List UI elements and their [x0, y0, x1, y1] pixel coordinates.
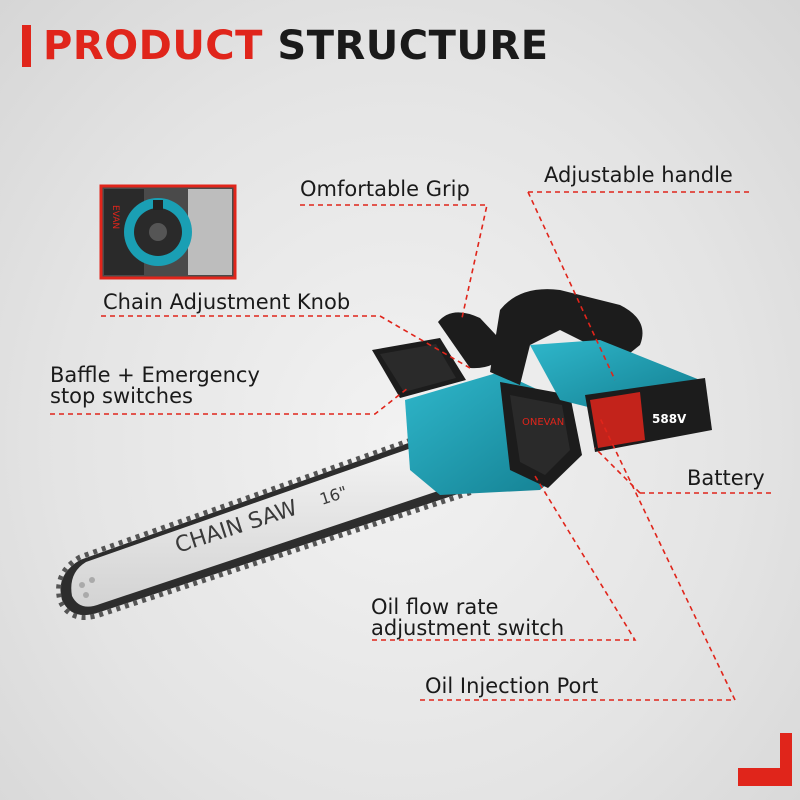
label-oil-port: Oil Injection Port — [425, 674, 599, 698]
body-brand-text: ONEVAN — [522, 417, 564, 428]
label-battery: Battery — [687, 466, 765, 490]
label-handle: Adjustable handle — [544, 163, 733, 187]
motor-body: ONEVAN — [405, 372, 582, 495]
corner-arrow-icon — [738, 733, 792, 786]
knob-detail-inset: EVAN — [99, 184, 237, 280]
leader-handle — [527, 191, 750, 381]
label-baffle-line2: stop switches — [50, 384, 193, 408]
label-oil-flow-line1: Oil flow rate — [371, 595, 499, 619]
title-word-product: PRODUCT — [43, 23, 263, 69]
guide-bar: CHAIN SAW 16" — [60, 430, 470, 616]
saw-chain — [56, 425, 473, 620]
label-baffle-line1: Baffle + Emergency — [50, 363, 260, 387]
front-grip — [438, 312, 510, 369]
leader-knob — [101, 315, 471, 369]
page-title: PRODUCT STRUCTURE — [43, 23, 549, 69]
leader-oil-flow — [372, 475, 637, 641]
leader-oil-port — [420, 417, 737, 701]
battery-voltage-text: 588V — [652, 412, 687, 426]
header: PRODUCT STRUCTURE — [22, 18, 549, 74]
title-accent-bar — [22, 25, 31, 67]
title-word-structure: STRUCTURE — [277, 23, 549, 69]
label-grip: Omfortable Grip — [300, 177, 470, 201]
label-oil-flow-line2: adjustment switch — [371, 616, 565, 640]
inset-brand-text: EVAN — [110, 205, 120, 229]
leader-grip — [300, 204, 488, 319]
leader-baffle — [50, 387, 409, 415]
leader-lines — [50, 191, 774, 701]
battery-pack: 588V — [585, 378, 712, 452]
label-knob: Chain Adjustment Knob — [103, 290, 351, 314]
